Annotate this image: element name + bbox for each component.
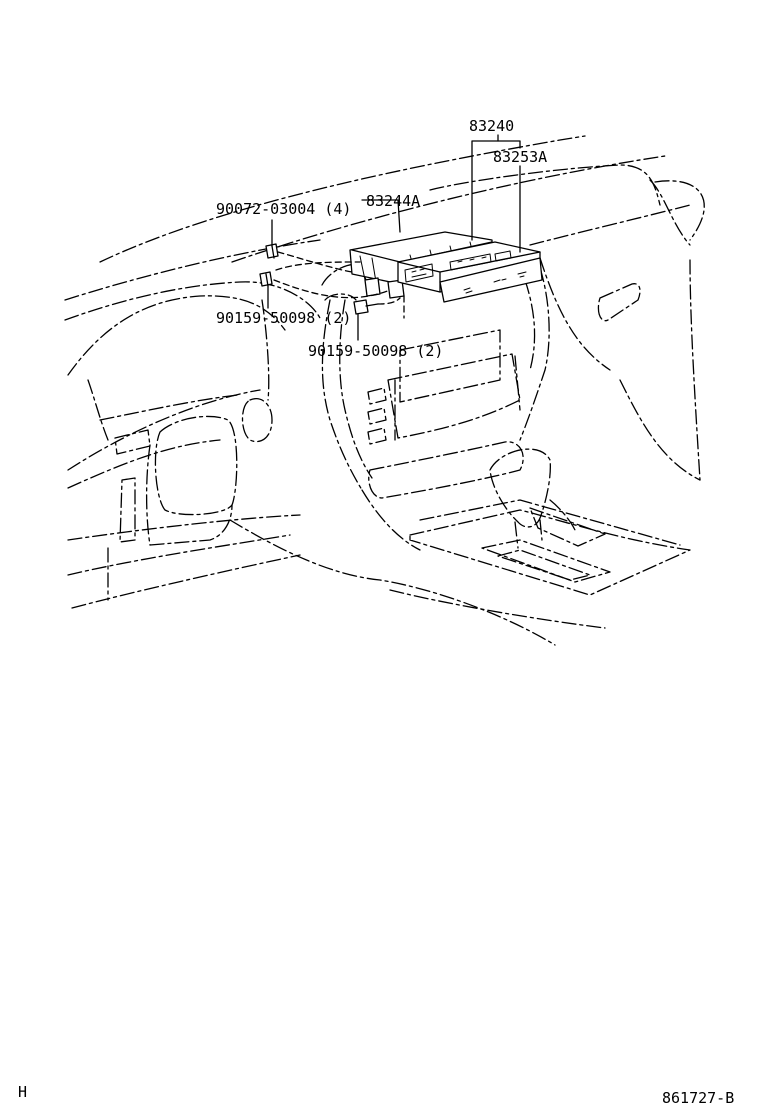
dashboard-outline [64, 135, 705, 646]
callout-83240: 83240 [469, 117, 514, 135]
screw-left-icon [259, 271, 273, 287]
leader-lines [267, 134, 521, 341]
callout-90159-50098-left: 90159-50098 (2) [216, 309, 351, 327]
screw-right-icon [353, 299, 379, 315]
callout-90072-03004: 90072-03004 (4) [216, 200, 351, 218]
screw-top-icon [265, 243, 279, 259]
callout-83253A: 83253A [493, 148, 547, 166]
corner-mark: H [18, 1083, 27, 1101]
center-console-outline [321, 263, 691, 596]
callout-83244A: 83244A [366, 192, 420, 210]
climate-control-assembly [259, 231, 543, 315]
callout-90159-50098-right: 90159-50098 (2) [308, 342, 443, 360]
drawing-number: 861727-B [662, 1089, 734, 1107]
